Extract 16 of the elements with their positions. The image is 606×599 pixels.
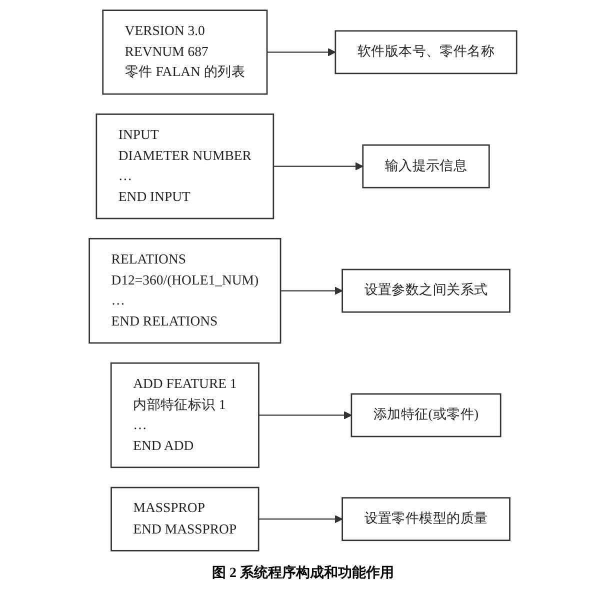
- node-box: 软件版本号、零件名称: [334, 30, 518, 74]
- node-box: 输入提示信息: [362, 144, 490, 188]
- arrow: [273, 162, 364, 170]
- node-box: VERSION 3.0 REVNUM 687 零件 FALAN 的列表: [102, 9, 268, 94]
- node-box: 设置参数之间关系式: [342, 268, 510, 312]
- arrow: [258, 514, 343, 523]
- node-box: RELATIONS D12=360/(HOLE1_NUM) … END RELATIONS: [88, 237, 282, 344]
- node-box: 添加特征(或零件): [350, 392, 502, 437]
- arrow: [258, 410, 352, 419]
- node-box: INPUT DIAMETER NUMBER … END INPUT: [96, 113, 274, 219]
- node-box: 设置零件模型的质量: [342, 496, 510, 541]
- node-box: ADD FEATURE 1 内部特征标识 1 … END ADD: [110, 362, 260, 468]
- figure-caption: 图 2 系统程序构成和功能作用: [211, 564, 395, 582]
- arrow: [280, 286, 343, 294]
- arrow: [267, 48, 336, 56]
- node-box: MASSPROP END MASSPROP: [110, 486, 260, 551]
